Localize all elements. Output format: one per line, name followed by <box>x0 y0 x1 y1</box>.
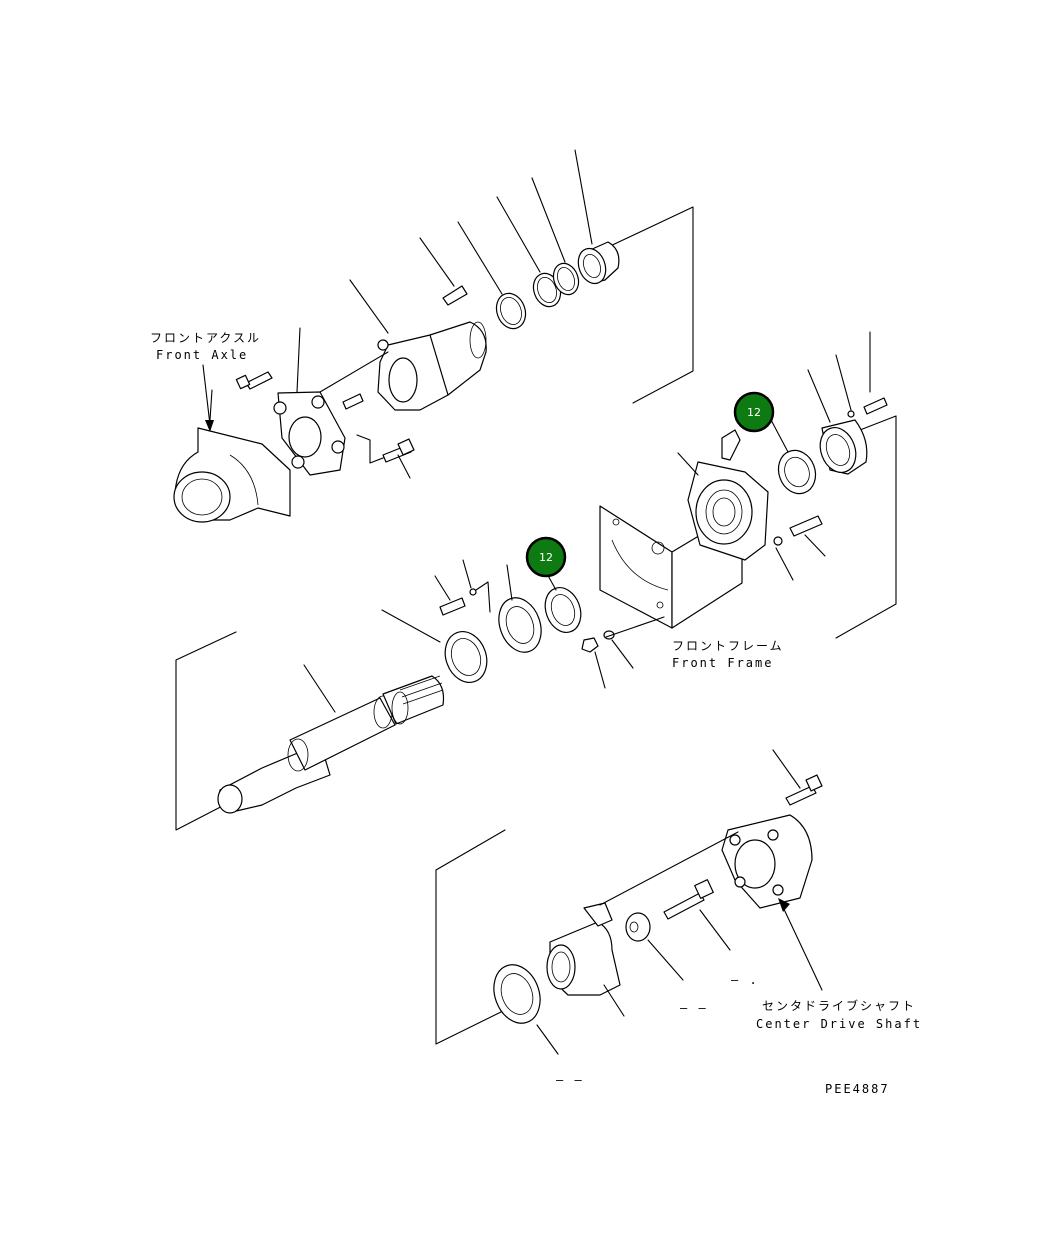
callout-number: 12 <box>747 406 761 419</box>
center-shaft-label-en: Center Drive Shaft <box>756 1017 922 1031</box>
front-frame-group <box>381 331 897 689</box>
callout-circle <box>525 536 567 578</box>
center-drive-group <box>435 749 823 1055</box>
dash-label-c: – . <box>731 973 759 987</box>
center-shaft-label-jp: センタドライブシャフト <box>762 998 916 1013</box>
front-frame-label-en: Front Frame <box>672 656 773 670</box>
dash-label-a: – – <box>680 1001 708 1015</box>
callout-badge-upper[interactable]: 12 <box>733 391 775 433</box>
front-frame-label-jp: フロントフレーム <box>672 639 784 653</box>
callout-number: 12 <box>539 551 553 564</box>
front-axle-group <box>173 149 694 523</box>
dash-label-b: – – <box>556 1073 584 1087</box>
drive-shaft-group <box>175 631 445 831</box>
callout-badge-lower[interactable]: 12 <box>525 536 567 578</box>
callout-circle <box>733 391 775 433</box>
front-axle-label-jp: フロントアクスル <box>150 331 261 345</box>
drawing-number: PEE4887 <box>825 1082 890 1096</box>
front-axle-label-en: Front Axle <box>156 348 248 362</box>
